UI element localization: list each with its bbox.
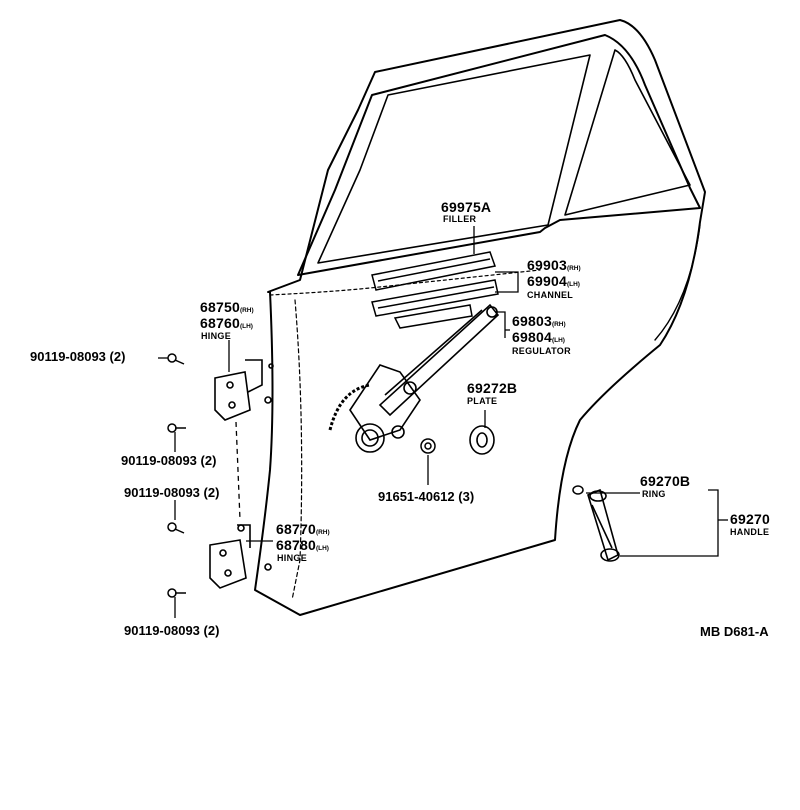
upper-hinge-lh-number: 68760 [200,315,240,331]
bolt-4-number: 90119-08093 [124,623,200,638]
door-inner-line [291,299,303,601]
channel-strips [371,279,499,329]
bolt-3-qty: (2) [203,485,220,500]
ring-part-number: 69270B [640,473,691,489]
nut-label: 91651-40612 (3) [378,490,474,503]
upper-hinge-lh-side: (LH) [239,323,253,330]
ring-icon [572,485,584,495]
bolt-3-label: 90119-08093 (2) [124,486,219,499]
upper-hinge-lh-label: 68760(LH) [200,316,253,332]
window-glass-front [317,54,591,264]
channel-lh-number: 69904 [527,273,567,289]
channel-rh-label: 69903(RH) [527,258,581,274]
filler-part-number: 69975A [441,199,492,215]
door-rear-edge [654,224,701,341]
regulator-assembly [328,303,500,453]
handle-part-name: HANDLE [730,527,770,537]
regulator-part-name: REGULATOR [512,346,571,356]
upper-hinge-rh-number: 68750 [200,299,240,315]
plate-icon [469,425,495,455]
bolt-1-number: 90119-08093 [30,349,106,364]
door-belt-line [269,269,541,296]
lower-hinge-lh-label: 68780(LH) [276,538,329,554]
lower-hinge-lh-number: 68780 [276,537,316,553]
diagram-reference-id: MB D681-A [700,624,769,639]
filler-part-name: FILLER [443,214,477,224]
channel-rh-side: (RH) [566,265,581,272]
hinge-dashed-line [235,421,241,521]
bolt-4-qty: (2) [203,623,220,638]
bolt-4-label: 90119-08093 (2) [124,624,219,637]
regulator-rh-side: (RH) [551,321,566,328]
upper-hinge-part-name: HINGE [201,331,232,341]
window-handle-icon [587,488,620,562]
window-frame [297,34,701,276]
lower-hinge-lh-side: (LH) [315,545,329,552]
regulator-lh-label: 69804(LH) [512,330,565,346]
nut-qty: (3) [458,489,475,504]
lower-hinge-icon [209,524,272,589]
upper-hinge-icon [214,359,274,421]
plate-part-number: 69272B [467,380,518,396]
lower-hinge-part-name: HINGE [277,553,308,563]
bolt-1-label: 90119-08093 (2) [30,350,125,363]
lower-hinge-rh-label: 68770(RH) [276,522,330,538]
channel-rh-number: 69903 [527,257,567,273]
regulator-rh-label: 69803(RH) [512,314,566,330]
bolt-2-label: 90119-08093 (2) [121,454,216,467]
filler-strip [371,251,496,291]
channel-lh-label: 69904(LH) [527,274,580,290]
plate-part-name: PLATE [467,396,498,406]
regulator-lh-number: 69804 [512,329,552,345]
bolt-3-number: 90119-08093 [124,485,200,500]
lower-hinge-rh-number: 68770 [276,521,316,537]
upper-hinge-rh-side: (RH) [239,307,254,314]
ring-part-name: RING [642,489,666,499]
channel-part-name: CHANNEL [527,290,574,300]
nut-number: 91651-40612 [378,489,455,504]
bolt-icons [167,353,186,598]
lower-hinge-rh-side: (RH) [315,529,330,536]
bolt-2-number: 90119-08093 [121,453,197,468]
window-glass-rear [564,49,691,216]
regulator-rh-number: 69803 [512,313,552,329]
regulator-lh-side: (LH) [551,337,565,344]
channel-lh-side: (LH) [566,281,580,288]
handle-part-number: 69270 [730,511,770,527]
upper-hinge-rh-label: 68750(RH) [200,300,254,316]
nut-icon [420,438,436,454]
leader-lines [158,226,728,618]
bolt-2-qty: (2) [200,453,217,468]
door-outline [254,19,706,616]
bolt-1-qty: (2) [109,349,126,364]
